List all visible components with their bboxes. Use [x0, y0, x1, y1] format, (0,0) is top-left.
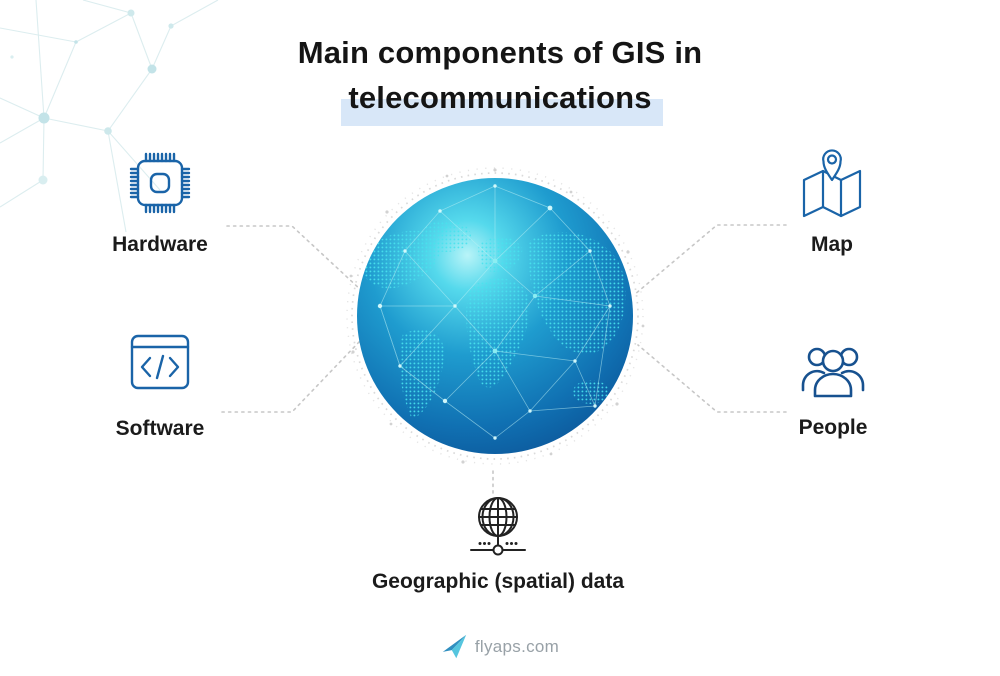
- constellation-network-decoration: [0, 0, 219, 233]
- component-label-software: Software: [115, 417, 205, 440]
- component-hardware: Hardware: [77, 146, 243, 258]
- component-label-people: People: [798, 416, 868, 439]
- chip-icon: [123, 146, 197, 222]
- code-window-icon: [128, 331, 192, 395]
- page-title-line2-highlighted: telecommunications: [341, 75, 664, 127]
- component-label-geodata: Geographic (spatial) data: [371, 570, 625, 593]
- connector-hardware: [226, 225, 363, 292]
- component-people: People: [750, 340, 916, 441]
- component-geodata: Geographic (spatial) data: [338, 492, 658, 595]
- brand-logo: flyaps.com: [0, 633, 1000, 660]
- component-software: Software: [77, 331, 243, 442]
- brand-name: flyaps.com: [474, 636, 560, 656]
- paper-plane-icon: [442, 634, 467, 659]
- globe-illustration: [346, 167, 645, 465]
- map-icon: [797, 144, 867, 228]
- page-title: Main components of GIS in telecommunicat…: [0, 30, 1000, 127]
- globe-network-icon: [467, 492, 529, 560]
- component-map: Map: [749, 144, 915, 258]
- component-label-map: Map: [811, 233, 853, 256]
- component-label-hardware: Hardware: [112, 233, 208, 256]
- page-title-line1: Main components of GIS in: [297, 35, 703, 70]
- people-icon: [799, 340, 867, 402]
